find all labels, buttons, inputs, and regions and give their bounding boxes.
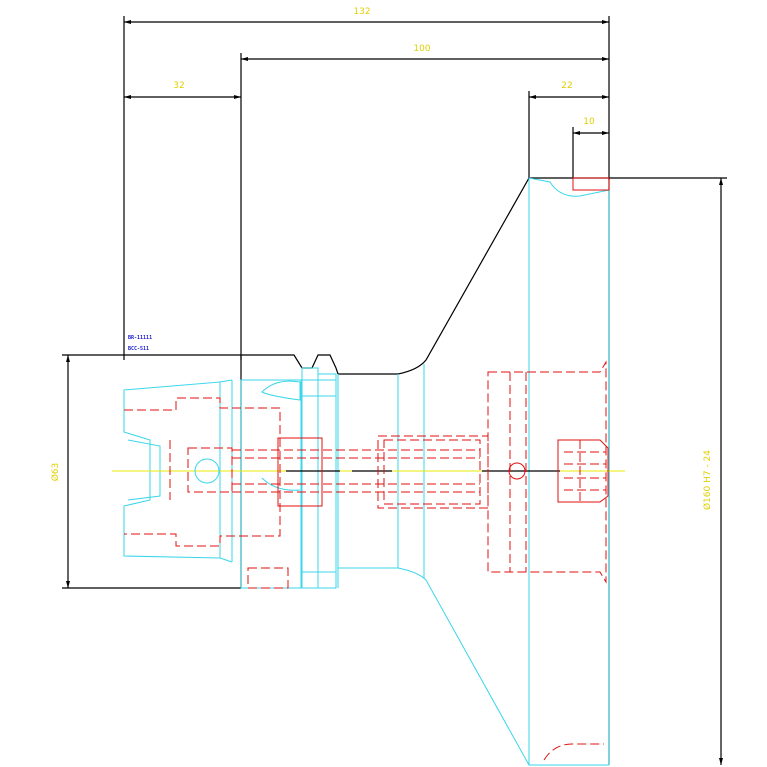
note-line-1: BR-11111: [128, 335, 152, 341]
note-line-2: BCC-511: [128, 346, 149, 352]
dimension-arrowheads: [66, 20, 723, 765]
pin-circle-right: [508, 462, 526, 480]
dim-outer-diameter: Ø160 H7 - 24: [702, 450, 713, 510]
dim-right-flange: 22: [561, 81, 572, 91]
hidden-lines: [124, 177, 610, 761]
pin-circle-left: [194, 458, 220, 484]
dim-right-step: 10: [583, 117, 595, 127]
dim-left-offset: 32: [173, 81, 184, 91]
dim-overall-width: 132: [353, 7, 370, 17]
dimension-lines: [62, 16, 727, 765]
dim-base-width: 100: [413, 44, 430, 54]
dim-bore-diameter: Ø63: [50, 463, 61, 482]
